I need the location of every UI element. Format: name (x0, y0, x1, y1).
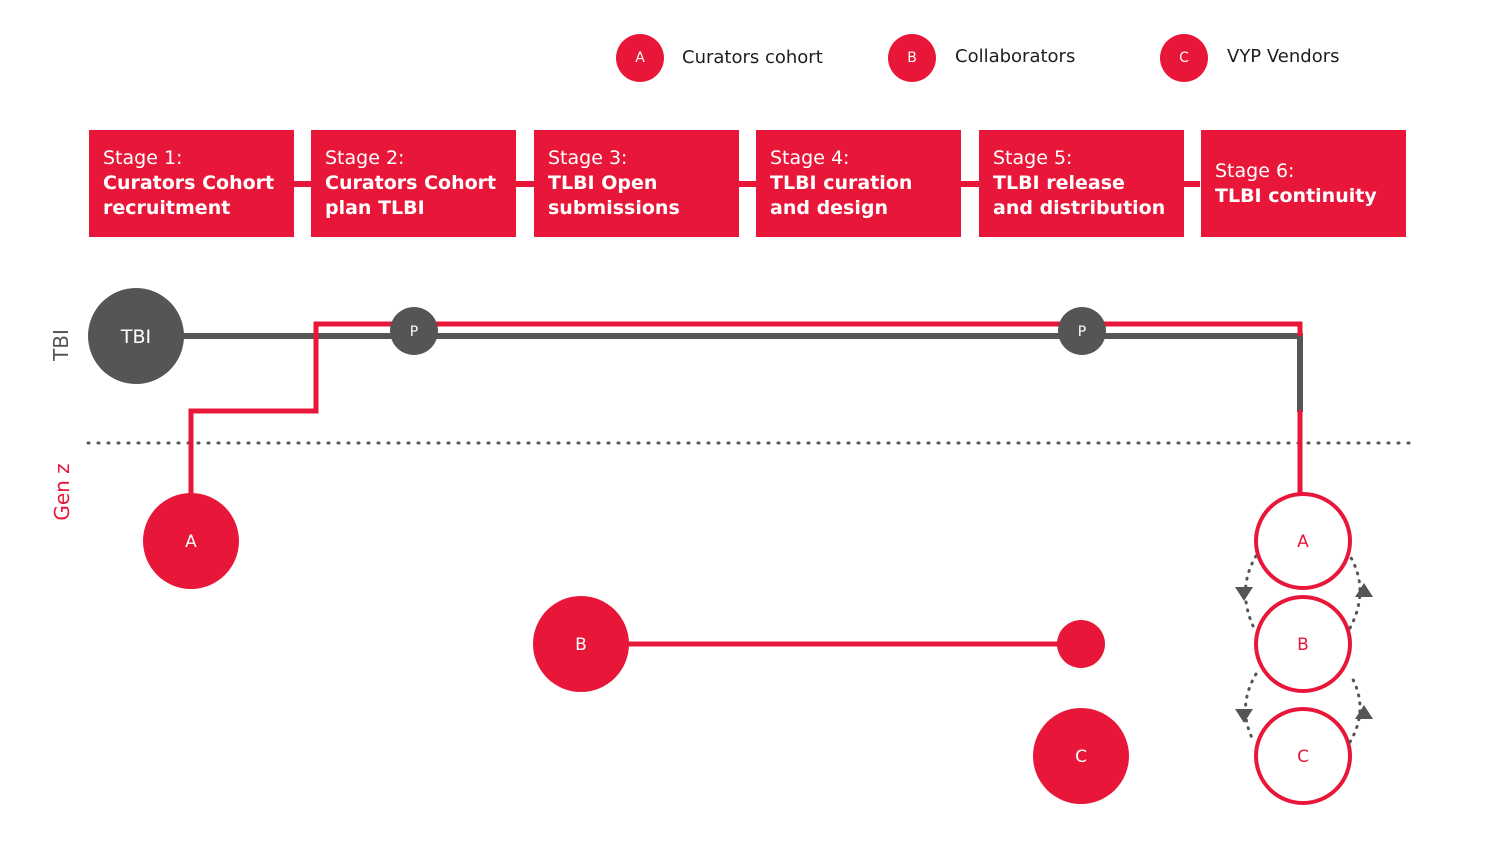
stage-title: TLBI curation and design (770, 172, 913, 219)
tbi-node-label: TBI (120, 326, 151, 348)
cycle-arrow-a-to-b-head (1235, 587, 1253, 601)
cycle-arrow-a-to-b (1244, 554, 1258, 630)
cycle-arrow-b-to-c-head (1235, 709, 1253, 723)
stage-box-2: Stage 2: Curators Cohort plan TLBI (311, 130, 516, 237)
stage-number: Stage 2: (325, 147, 405, 169)
legend-badge-a: A (616, 34, 664, 82)
node-c-label: C (1075, 747, 1087, 767)
legend-label-vyp-vendors: VYP Vendors (1227, 46, 1340, 67)
legend-label-collaborators: Collaborators (955, 46, 1076, 67)
stage-box-5: Stage 5: TLBI release and distribution (979, 130, 1184, 237)
cycle-arrow-c-to-b-head (1355, 705, 1373, 719)
stage-title: TLBI release and distribution (993, 172, 1166, 219)
p-node-1 (390, 307, 438, 355)
cycle-node-b-label: B (1297, 635, 1309, 655)
stage-connectors (290, 181, 1200, 187)
cycle-arrow-c-to-b (1348, 672, 1362, 744)
stage-title: Curators Cohort recruitment (103, 172, 275, 219)
legend-badge-c: C (1160, 34, 1208, 82)
stage-number: Stage 1: (103, 147, 183, 169)
collaborators-end-dot (1057, 620, 1105, 668)
stage-box-1: Stage 1: Curators Cohort recruitment (89, 130, 294, 237)
node-b-label: B (575, 635, 587, 655)
cycle-node-c-label: C (1297, 747, 1309, 767)
stage-box-3: Stage 3: TLBI Open submissions (534, 130, 739, 237)
stage-number: Stage 5: (993, 147, 1073, 169)
tbi-timeline (180, 333, 1303, 412)
p-node-2 (1058, 307, 1106, 355)
stage-title: TLBI continuity (1215, 184, 1377, 207)
node-a-label: A (185, 532, 197, 552)
cycle-node-c (1254, 707, 1352, 805)
node-a-curators (143, 493, 239, 589)
stage-number: Stage 6: (1215, 159, 1295, 182)
p-node-1-label: P (410, 324, 418, 340)
tbi-node (88, 288, 184, 384)
stage-box-6: Stage 6: TLBI continuity (1201, 130, 1406, 237)
legend-label-curators-cohort: Curators cohort (682, 47, 823, 68)
cycle-node-a-label: A (1297, 532, 1309, 552)
curators-path (188, 321, 1303, 494)
p-node-2-label: P (1078, 324, 1086, 340)
stage-title: Curators Cohort plan TLBI (325, 172, 497, 219)
stage-title: TLBI Open submissions (548, 172, 680, 219)
node-c-vendors (1033, 708, 1129, 804)
legend-badge-b: B (888, 34, 936, 82)
cycle-node-b (1254, 595, 1352, 693)
cycle-arrow-b-to-a-head (1355, 583, 1373, 597)
stage-number: Stage 3: (548, 147, 628, 169)
stage-box-4: Stage 4: TLBI curation and design (756, 130, 961, 237)
node-b-collaborators (533, 596, 629, 692)
stage-number: Stage 4: (770, 147, 850, 169)
cycle-arrow-b-to-c (1244, 672, 1258, 744)
cycle-node-a (1254, 492, 1352, 590)
